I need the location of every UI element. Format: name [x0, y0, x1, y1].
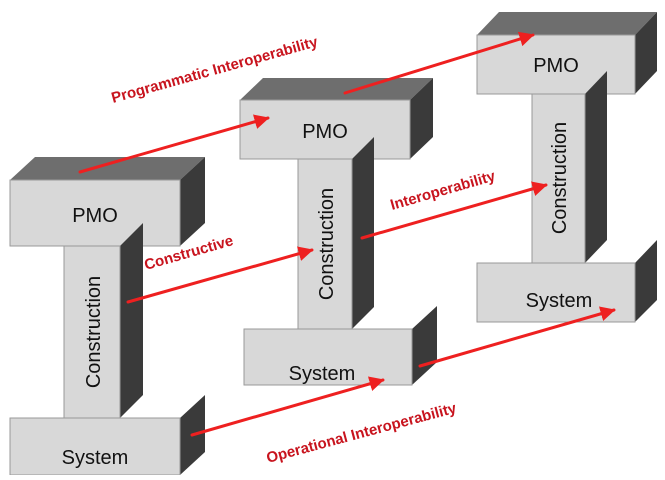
column-2-pmo-label: PMO [302, 121, 348, 143]
column-1: PMO Construction System [9, 157, 205, 476]
arrow-construction-1-to-2 [126, 246, 314, 304]
column-2-system-label: System [289, 363, 356, 385]
column-3-pmo-label: PMO [533, 55, 579, 77]
arrow-system-1-to-2 [190, 376, 385, 437]
column-1-pmo-box [9, 179, 181, 247]
column-3-system-label: System [526, 290, 593, 312]
arrow-construction-2-to-3 [360, 181, 548, 240]
column-2-construction-label: Construction [316, 188, 338, 300]
operational-interoperability-label: Operational Interoperability [265, 400, 459, 467]
column-2-pmo-box [239, 99, 411, 160]
column-2-system-box [243, 328, 413, 386]
column-3-construction-pillar [531, 93, 586, 264]
column-1-system-box [9, 417, 181, 476]
column-3: PMO Construction System [476, 12, 657, 323]
column-1-pmo-label: PMO [72, 205, 118, 227]
column-2: PMO Construction System [239, 78, 437, 386]
arrow-pmo-1-to-2 [78, 114, 270, 174]
interoperability-label: Interoperability [388, 167, 497, 213]
column-2-construction-pillar [297, 158, 353, 330]
column-1-system-label: System [62, 447, 129, 469]
arrow-pmo-2-to-3 [343, 31, 535, 95]
arrow-system-2-to-3 [418, 306, 616, 368]
column-1-construction-label: Construction [83, 276, 105, 388]
arrows [78, 31, 616, 437]
column-3-construction-label: Construction [549, 122, 571, 234]
